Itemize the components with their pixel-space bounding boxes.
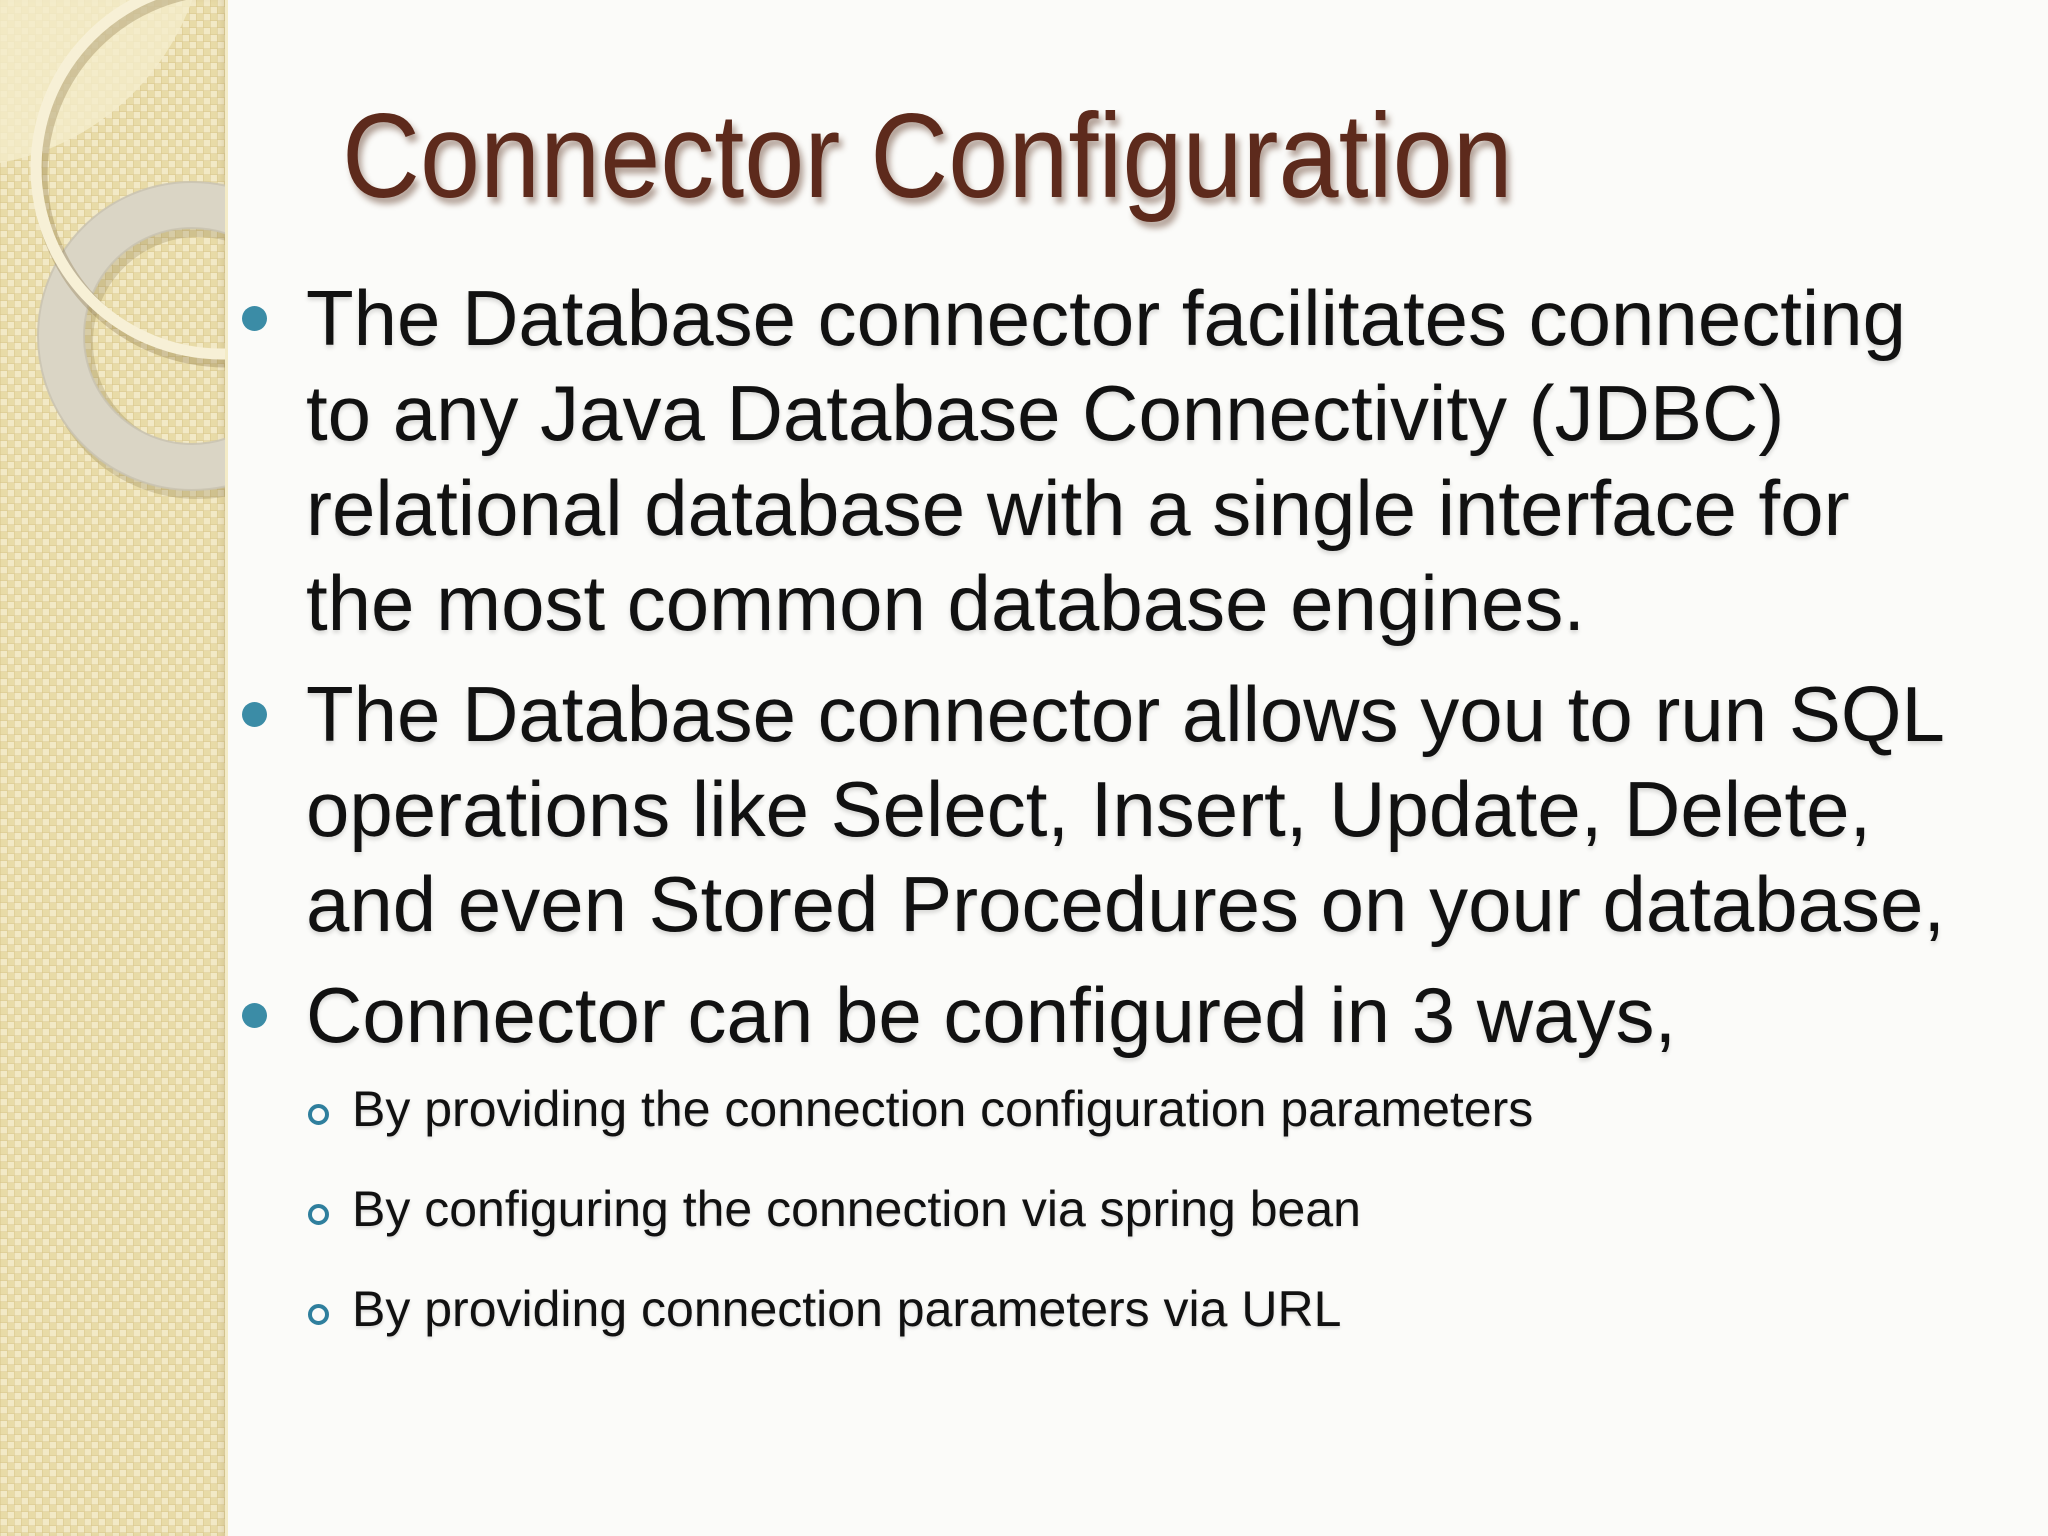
sub-bullet-item: By providing connection parameters via U… [228,1279,2048,1339]
decor-light-disc [0,0,193,163]
bullet-item: Connector can be configured in 3 ways, [228,968,2048,1063]
bullet-item: The Database connector facilitates conne… [228,271,2048,651]
sidebar-decor [0,0,225,499]
decor-thick-ring [38,182,225,490]
decor-thin-ring [30,0,225,360]
sub-bullet-ring-icon [308,1204,329,1225]
bullet-text: Connector can be configured in 3 ways, [306,968,1676,1063]
bullet-text: The Database connector facilitates conne… [306,271,1906,651]
sidebar [0,0,228,1536]
sub-bullet-ring-icon [308,1104,329,1125]
bullet-line: relational database with a single interf… [306,464,1850,552]
bullet-line: Connector can be configured in 3 ways, [306,971,1677,1059]
page-title: Connector Configuration [228,0,2048,231]
sub-bullet-label: By providing connection parameters via U… [352,1281,1342,1337]
slide-content: Connector Configuration The Database con… [228,0,2048,1536]
bullet-line: to any Java Database Connectivity (JDBC) [306,369,1785,457]
decor-thick-ring-inner-edge [83,227,225,445]
sub-bullet-label: By configuring the connection via spring… [352,1181,1361,1237]
bullet-text: The Database connector allows you to run… [306,667,1945,952]
bullet-item: The Database connector allows you to run… [228,667,2048,952]
sub-bullet-item: By providing the connection configuratio… [228,1079,2048,1139]
bullet-line: operations like Select, Insert, Update, … [306,765,1872,853]
sub-bullet-ring-icon [308,1304,329,1325]
bullet-line: The Database connector allows you to run… [306,670,1945,758]
bullet-line: The Database connector facilitates conne… [306,274,1906,362]
bullet-line: and even Stored Procedures on your datab… [306,860,1946,948]
sub-bullet-list: By providing the connection configuratio… [228,1079,2048,1339]
sub-bullet-item: By configuring the connection via spring… [228,1179,2048,1239]
bullet-list: The Database connector facilitates conne… [228,271,2048,1063]
slide-title-text: Connector Configuration [342,89,1513,223]
bullet-dot-icon [242,702,267,727]
decor-thick-ring-outer-edge [37,181,225,491]
sub-bullet-label: By providing the connection configuratio… [352,1081,1534,1137]
bullet-line: the most common database engines. [306,559,1586,647]
bullet-dot-icon [242,1003,267,1028]
bullet-dot-icon [242,306,267,331]
